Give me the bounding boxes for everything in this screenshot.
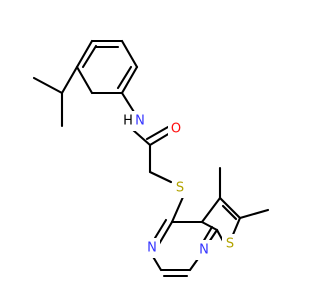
- bond: [157, 220, 174, 246]
- bond: [148, 131, 172, 147]
- bond: [200, 196, 222, 224]
- bond: [81, 44, 98, 69]
- atom-label-carbonyl-o: O: [171, 122, 181, 137]
- bond: [75, 39, 94, 69]
- atom-label-amide-h: H: [123, 114, 133, 129]
- bond: [60, 65, 79, 95]
- bond: [120, 39, 139, 69]
- bond: [32, 76, 64, 95]
- bond: [120, 65, 139, 95]
- bond: [230, 216, 242, 239]
- atom-labels: H N O S N N S: [120, 111, 238, 260]
- bond: [148, 170, 173, 184]
- bond: [221, 204, 238, 221]
- bond: [238, 208, 270, 220]
- atom-label-thioether-s: S: [176, 181, 184, 196]
- atom-label-thiophene-s: S: [226, 237, 234, 252]
- bond: [170, 195, 185, 224]
- bond: [200, 220, 219, 232]
- bond: [145, 125, 170, 141]
- atom-label-pyrimidine-n1: N: [199, 243, 209, 258]
- bond: [75, 65, 94, 95]
- molecular-structure: H N O S N N S: [32, 39, 270, 278]
- bond: [131, 128, 152, 147]
- atom-label-pyrimidine-n3: N: [147, 241, 157, 256]
- atom-label-amide-n: N: [135, 114, 145, 129]
- bond: [153, 218, 168, 240]
- bond: [201, 225, 214, 244]
- bonds: [32, 39, 270, 278]
- bond: [120, 91, 136, 114]
- bond: [116, 65, 133, 90]
- bond: [218, 196, 242, 220]
